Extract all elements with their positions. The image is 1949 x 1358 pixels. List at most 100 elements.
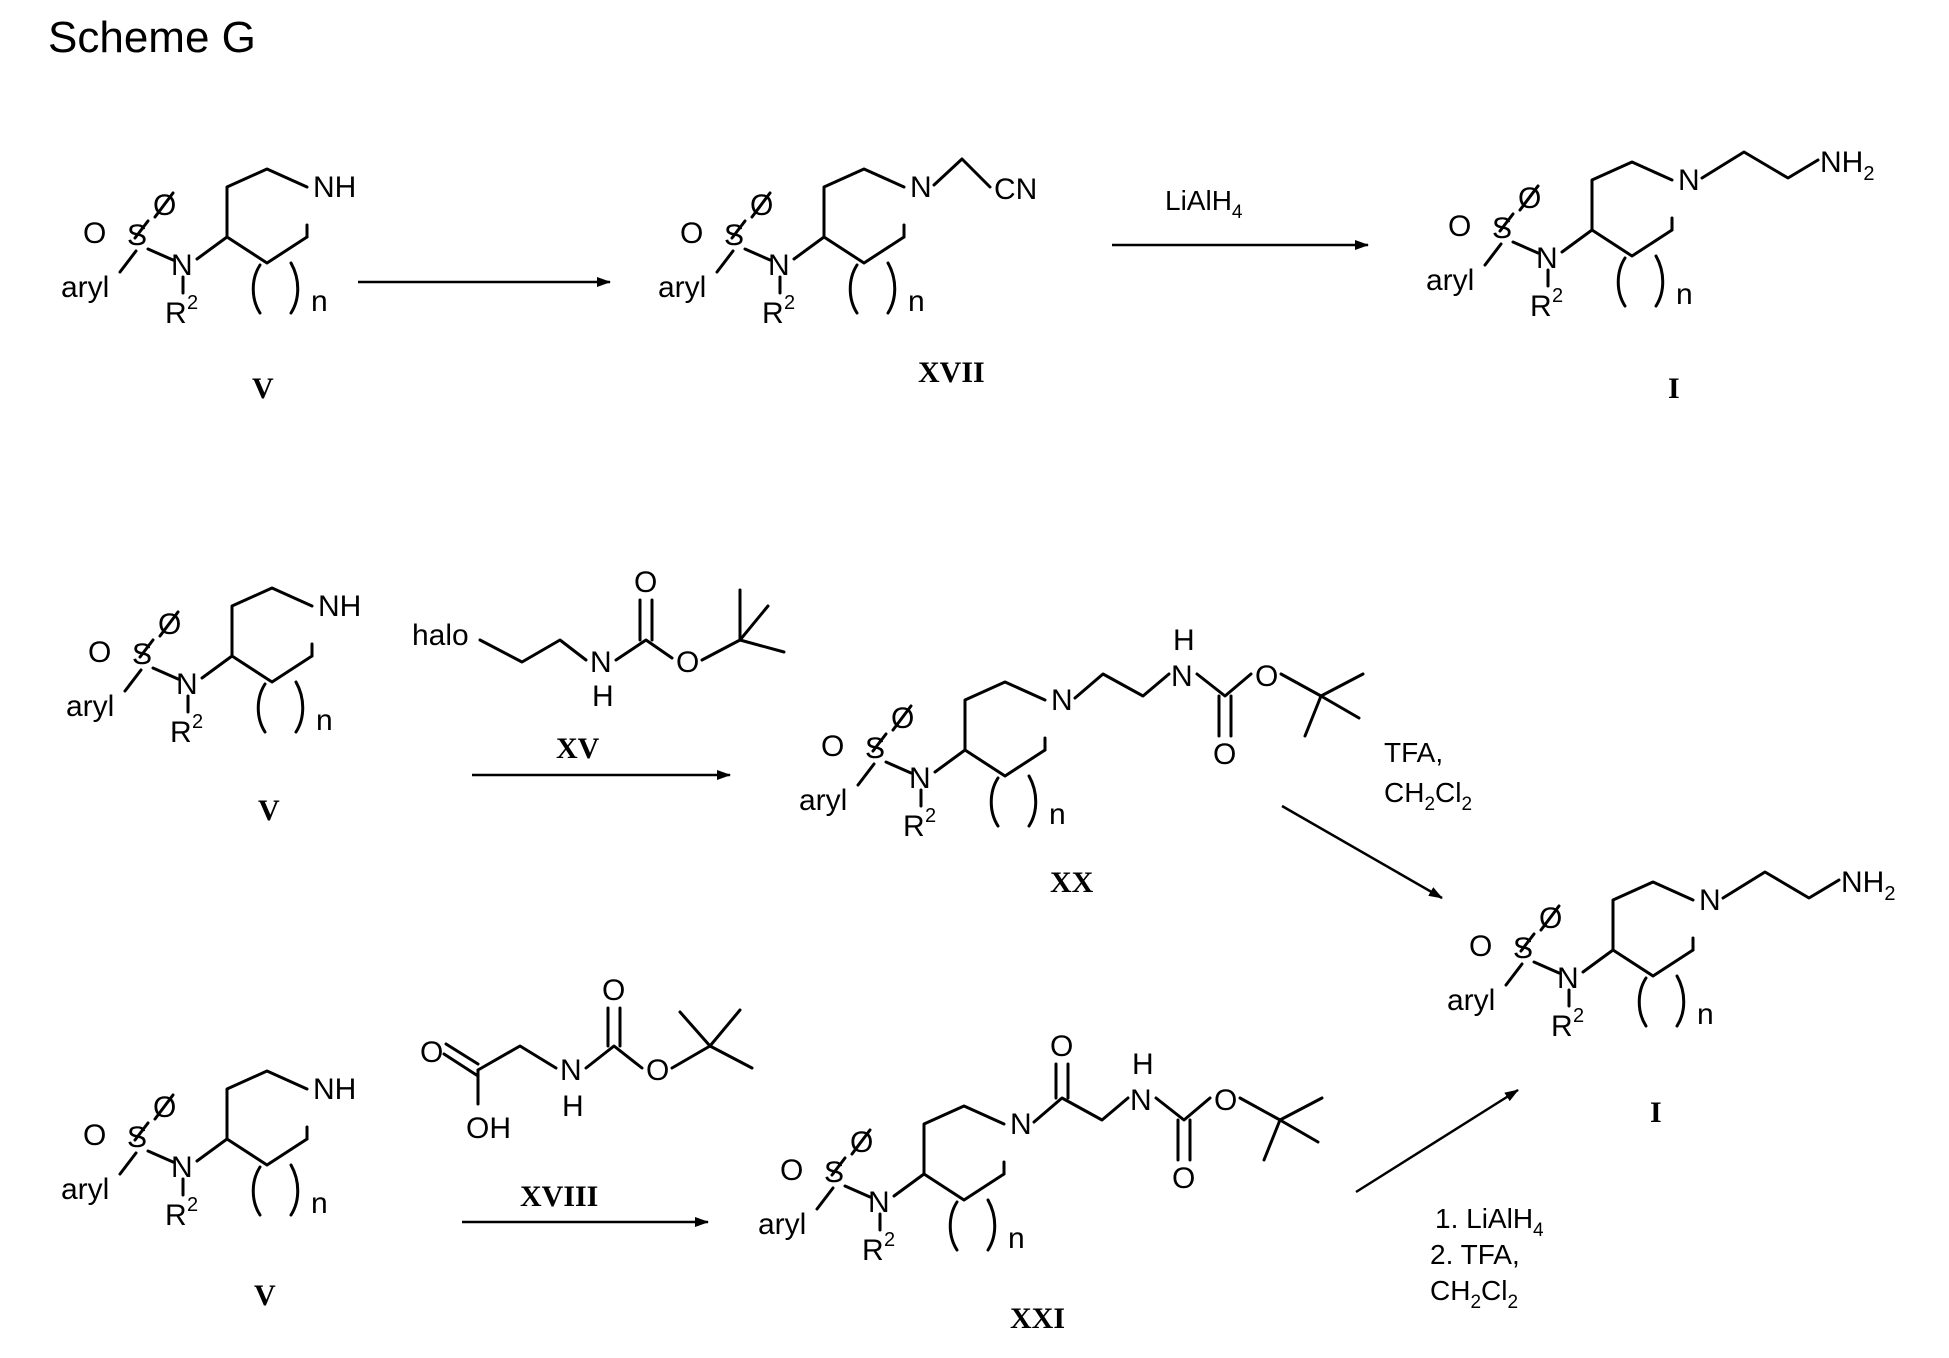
compound-xvii: N S O O aryl R 2 n N CN [658,159,1037,330]
svg-text:O: O [88,636,111,669]
svg-text:O: O [1172,1162,1195,1195]
svg-text:aryl: aryl [658,271,706,304]
svg-text:N: N [868,1186,890,1219]
svg-text:O: O [821,730,844,763]
svg-text:V: V [254,1279,276,1312]
label-halo: halo [412,619,469,652]
svg-text:O: O [891,702,914,735]
svg-text:N: N [1699,884,1721,917]
compound-label-xvii: XVII [918,356,985,389]
svg-text:N: N [176,668,198,701]
atom-n-ring: N [910,171,932,204]
svg-text:2: 2 [1552,285,1563,307]
svg-text:N: N [1557,962,1579,995]
svg-text:O: O [780,1154,803,1187]
svg-text:O: O [750,189,773,222]
reagent-step2: 2. TFA, [1430,1239,1520,1270]
svg-text:n: n [1697,998,1714,1031]
reagent-xv-structure: halo N H O O [412,566,784,713]
atom-nh: NH [313,171,356,204]
label-aryl: aryl [61,271,109,304]
svg-text:S: S [1492,212,1512,245]
svg-text:O: O [680,217,703,250]
svg-text:O: O [420,1036,443,1069]
group-oh: OH [466,1112,511,1145]
svg-text:O: O [83,1119,106,1152]
compound-xx: N S O O aryl R 2 n N N H O O [799,624,1363,843]
scheme-title: Scheme G [48,13,256,62]
svg-text:O: O [1469,930,1492,963]
compound-label-xv: XV [556,732,600,765]
svg-text:n: n [311,1187,328,1220]
svg-text:S: S [127,1121,147,1154]
svg-text:2: 2 [187,1194,198,1216]
svg-text:S: S [724,219,744,252]
svg-text:N: N [590,646,612,679]
svg-text:n: n [908,285,925,318]
label-n: n [311,285,328,318]
svg-text:O: O [1539,902,1562,935]
svg-text:N: N [1536,242,1558,275]
compound-label-xx: XX [1050,866,1094,899]
svg-text:R: R [170,716,192,749]
compound-i-row1: N S O O aryl R 2 n N NH2 [1426,146,1874,323]
svg-text:S: S [824,1156,844,1189]
compound-v-row1: N S O O aryl R 2 n NH [61,169,356,330]
svg-text:N: N [171,1151,193,1184]
atom-n: N [171,249,193,282]
svg-text:O: O [602,974,625,1007]
superscript-2: 2 [187,292,198,314]
svg-text:R: R [862,1234,884,1267]
compound-label-v: V [252,372,274,405]
svg-text:n: n [316,704,333,737]
svg-text:N: N [909,762,931,795]
svg-text:O: O [1214,1084,1237,1117]
svg-text:V: V [258,794,280,827]
svg-text:H: H [592,680,614,713]
svg-text:N: N [1678,164,1700,197]
reagent-lialh4: LiAlH4 [1165,185,1243,223]
svg-text:R: R [1530,290,1552,323]
svg-text:H: H [562,1090,584,1123]
svg-text:S: S [1513,932,1533,965]
svg-text:N: N [1010,1108,1032,1141]
atom-s: S [127,219,147,252]
reagent-step1: 1. LiAlH4 [1435,1203,1544,1241]
svg-text:n: n [1676,278,1693,311]
svg-text:n: n [1049,798,1066,831]
reagent-tfa: TFA, [1384,737,1443,768]
svg-text:2: 2 [925,805,936,827]
svg-text:aryl: aryl [758,1208,806,1241]
svg-text:O: O [646,1054,669,1087]
compound-i-final: N S O O aryl R 2 n N NH2 [1447,866,1895,1043]
svg-text:N: N [768,249,790,282]
atom-o: O [153,189,176,222]
reagent-ch2cl2: CH2Cl2 [1430,1275,1518,1313]
svg-text:R: R [165,1199,187,1232]
svg-text:O: O [676,646,699,679]
svg-text:N: N [1130,1084,1152,1117]
svg-text:N: N [1171,660,1193,693]
svg-text:NH: NH [318,590,361,623]
compound-v-row2: N S O O aryl R 2 n NH [66,588,361,749]
svg-text:R: R [1551,1010,1573,1043]
svg-text:aryl: aryl [61,1173,109,1206]
svg-text:N: N [1051,684,1073,717]
svg-text:H: H [1173,624,1195,657]
svg-text:R: R [903,810,925,843]
svg-text:NH2: NH2 [1841,866,1895,905]
reagent-ch2cl2: CH2Cl2 [1384,777,1472,815]
compound-label-xviii: XVIII [520,1180,598,1213]
svg-text:2: 2 [884,1229,895,1251]
svg-text:O: O [1255,660,1278,693]
atom-r: R [165,297,187,330]
svg-text:H: H [1132,1048,1154,1081]
svg-text:n: n [1008,1222,1025,1255]
reaction-arrow [1282,806,1442,898]
svg-text:O: O [1448,210,1471,243]
svg-text:I: I [1650,1096,1662,1129]
group-cn: CN [994,173,1037,206]
svg-text:S: S [132,638,152,671]
compound-v-row3: N S O O aryl R 2 n NH [61,1071,356,1232]
